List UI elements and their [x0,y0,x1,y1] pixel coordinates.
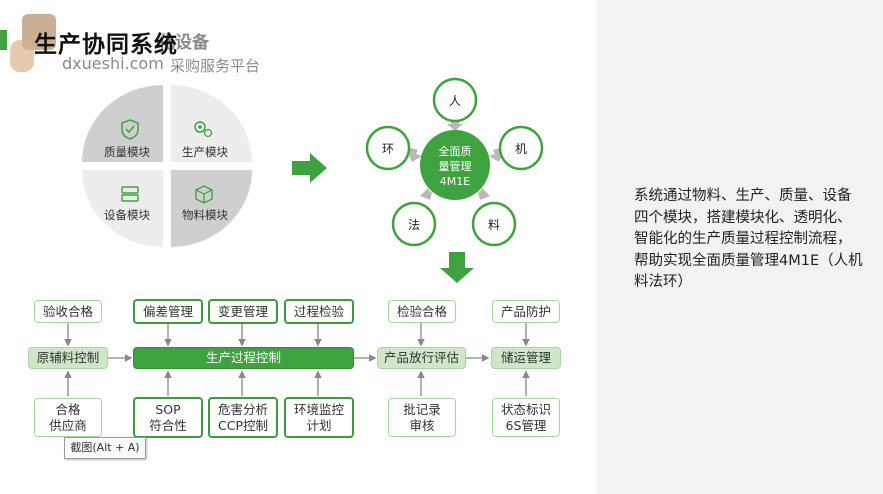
satellite-label-environment: 环 [381,142,394,156]
description-text: 系统通过物料、生产、质量、设备四个模块，搭建模块化、透明化、智能化的生产质量过程… [634,188,863,290]
shield-check-icon [121,119,139,140]
satellite-method [391,201,437,247]
quadrant-material [171,170,252,247]
flow-bottom-batch-record-line2: 审核 [409,417,435,433]
hub-label: 全面质 量管理 4M1E [425,144,485,189]
flow-main-storage: 储运管理 [491,347,561,369]
description-panel [597,0,883,494]
quadrant-label-quality: 质量模块 [104,145,150,159]
flow-bottom-status: 状态标识 6S管理 [492,398,560,437]
flow-top-inspection: 过程检验 [284,299,354,324]
hub-label-line3: 4M1E [439,175,471,188]
satellite-label-person: 人 [448,94,461,108]
hub-label-line2: 量管理 [438,160,472,173]
flow-bottom-haccp-line1: 危害分析 [217,401,268,417]
quadrant-equipment [82,170,163,247]
flow-main-raw-material: 原辅料控制 [28,347,108,369]
satellite-environment [365,125,411,171]
flow-bottom-environment: 环境监控 计划 [284,397,354,438]
flow-bottom-supplier-line2: 供应商 [49,417,87,433]
watermark-slogan: 采购服务平台 [170,57,261,75]
arrow-down-icon [440,252,474,283]
server-icon [121,186,139,202]
flow-bottom-environment-line1: 环境监控 [293,401,344,417]
flow-bottom-haccp: 危害分析 CCP控制 [208,397,278,438]
quadrant-label-equipment: 设备模块 [104,208,150,222]
hub-circle [420,130,490,200]
flow-bottom-batch-record-line1: 批记录 [403,401,441,417]
arrow-right-icon [292,153,327,183]
screenshot-tooltip: 截图(Alt + A) [64,437,146,459]
watermark-text: 化设备 [158,33,209,53]
quadrant-label-material: 物料模块 [182,208,228,222]
quadrant-label-production: 生产模块 [182,145,228,159]
flow-bottom-batch-record: 批记录 审核 [388,398,456,437]
page-title: 生产协同系统 [34,32,178,58]
satellite-material [471,201,517,247]
satellite-label-material: 料 [487,218,500,232]
flow-bottom-sop: SOP 符合性 [133,397,203,438]
flow-bottom-status-line1: 状态标识 [500,401,551,417]
flow-top-accept: 验收合格 [34,300,102,323]
flow-bottom-environment-line2: 计划 [306,417,332,433]
flow-main-release: 产品放行评估 [377,347,466,369]
flow-bottom-supplier: 合格 供应商 [34,398,102,437]
flow-main-production: 生产过程控制 [133,347,354,369]
quadrant-production [171,85,252,162]
satellite-label-method: 法 [407,218,420,232]
flow-top-pass: 检验合格 [388,300,456,323]
flow-bottom-sop-line2: 符合性 [149,417,187,433]
watermark-site: dxueshi.com [62,54,164,73]
flow-bottom-haccp-line2: CCP控制 [218,417,268,433]
flow-connectors [64,323,530,396]
box-icon [195,185,213,204]
flow-bottom-supplier-line1: 合格 [55,401,81,417]
hub-label-line1: 全面质 [438,145,472,158]
flow-top-change: 变更管理 [208,299,278,324]
flow-top-deviation: 偏差管理 [133,299,203,324]
satellite-person [432,77,478,123]
title-accent-bar [0,30,7,50]
watermark-figure-icon [10,40,34,72]
flow-top-protection: 产品防护 [492,300,560,323]
satellite-label-machine: 机 [514,142,527,156]
flow-bottom-status-line2: 6S管理 [505,417,547,433]
gears-icon [194,121,213,138]
satellite-machine [498,125,544,171]
flow-bottom-sop-line1: SOP [155,401,181,417]
